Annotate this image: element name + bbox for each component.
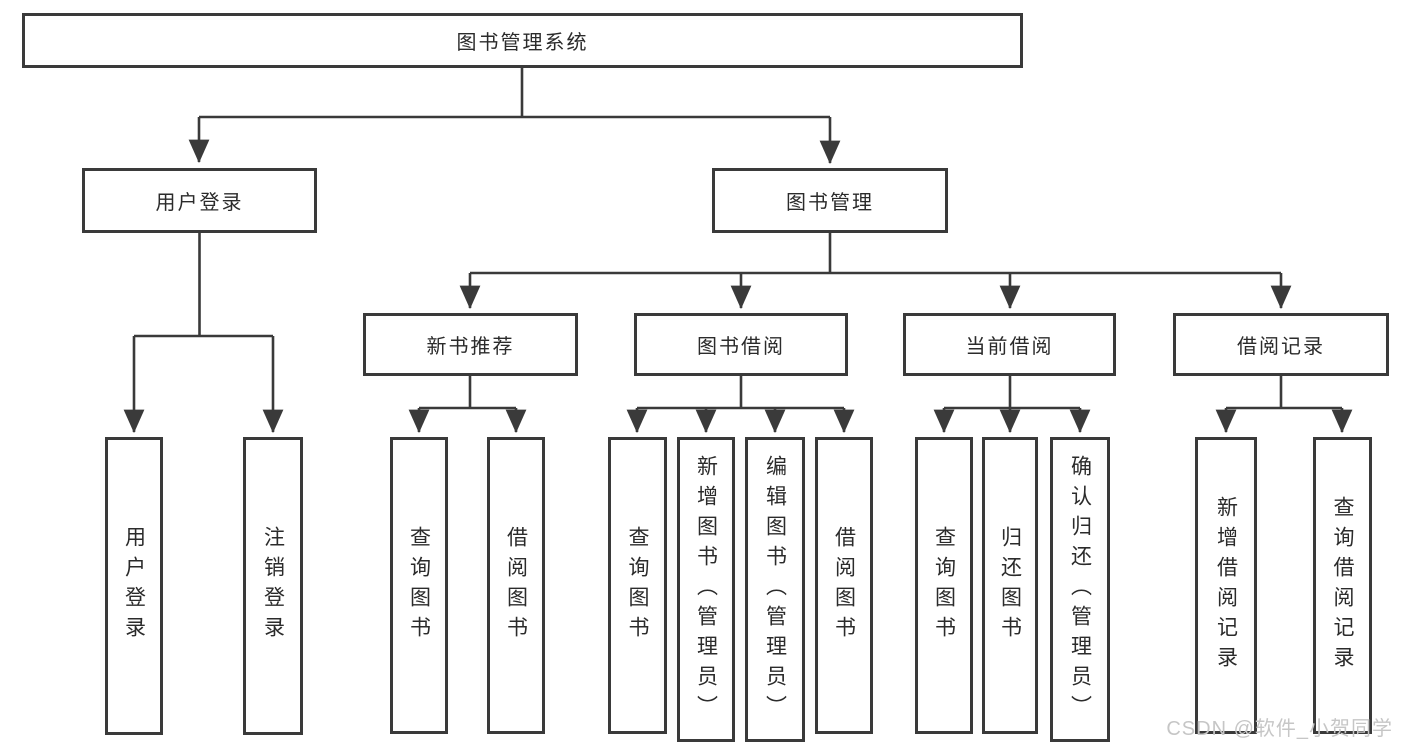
- node-leaf-query-books-borrow: 查询图书: [608, 437, 667, 734]
- node-leaf-borrow-books: 借阅图书: [815, 437, 873, 734]
- node-label: 借阅图书: [832, 525, 856, 646]
- node-label: 用户登录: [122, 526, 146, 646]
- node-label: 查询图书: [932, 525, 956, 646]
- node-leaf-add-books-admin: 新增图书（管理员）: [677, 437, 735, 742]
- node-leaf-query-books-recommend: 查询图书: [390, 437, 448, 734]
- node-leaf-edit-books-admin: 编辑图书（管理员）: [745, 437, 805, 742]
- node-leaf-return-books: 归还图书: [982, 437, 1038, 734]
- node-borrow-records: 借阅记录: [1173, 313, 1389, 376]
- node-leaf-confirm-return-admin: 确认归还（管理员）: [1050, 437, 1110, 742]
- connector-trunks: [134, 68, 1342, 410]
- node-book-borrow: 图书借阅: [634, 313, 848, 376]
- node-leaf-query-books-current: 查询图书: [915, 437, 973, 734]
- node-label: 新增图书（管理员）: [694, 454, 718, 725]
- node-leaf-add-borrow-record: 新增借阅记录: [1195, 437, 1257, 734]
- node-current-borrow: 当前借阅: [903, 313, 1116, 376]
- node-label: 归还图书: [998, 525, 1022, 646]
- node-label: 借阅图书: [504, 525, 528, 646]
- node-label: 确认归还（管理员）: [1068, 454, 1092, 725]
- node-label: 新增借阅记录: [1214, 495, 1238, 676]
- node-label: 注销登录: [261, 526, 285, 646]
- node-leaf-query-borrow-record: 查询借阅记录: [1313, 437, 1372, 734]
- node-label: 查询图书: [407, 525, 431, 646]
- node-leaf-borrow-books-recommend: 借阅图书: [487, 437, 545, 734]
- node-leaf-user-login: 用户登录: [105, 437, 163, 735]
- node-leaf-logout: 注销登录: [243, 437, 303, 735]
- watermark: CSDN @软件_小贺同学: [1166, 718, 1393, 740]
- node-book-mgmt: 图书管理: [712, 168, 948, 233]
- node-root: 图书管理系统: [22, 13, 1023, 68]
- node-user-login: 用户登录: [82, 168, 317, 233]
- node-label: 编辑图书（管理员）: [763, 454, 787, 725]
- node-new-book-recommend: 新书推荐: [363, 313, 578, 376]
- node-label: 查询图书: [626, 525, 649, 646]
- node-label: 查询借阅记录: [1331, 495, 1354, 676]
